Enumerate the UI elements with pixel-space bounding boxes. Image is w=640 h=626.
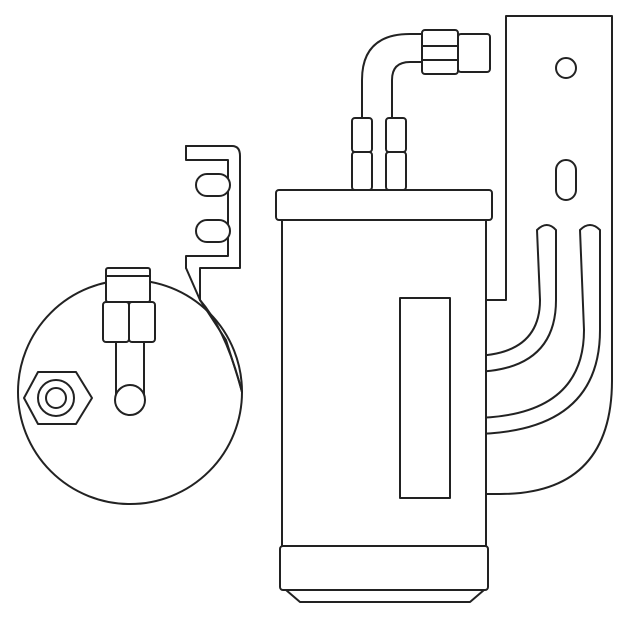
side-view bbox=[275, 15, 613, 603]
drier-body-side bbox=[275, 189, 493, 603]
mounting-bracket-small bbox=[185, 145, 241, 301]
outlet-fitting bbox=[102, 267, 156, 416]
outlet-pipe bbox=[351, 29, 491, 191]
top-view bbox=[17, 145, 243, 505]
inlet-fitting bbox=[23, 371, 93, 425]
l-bracket bbox=[449, 15, 613, 495]
